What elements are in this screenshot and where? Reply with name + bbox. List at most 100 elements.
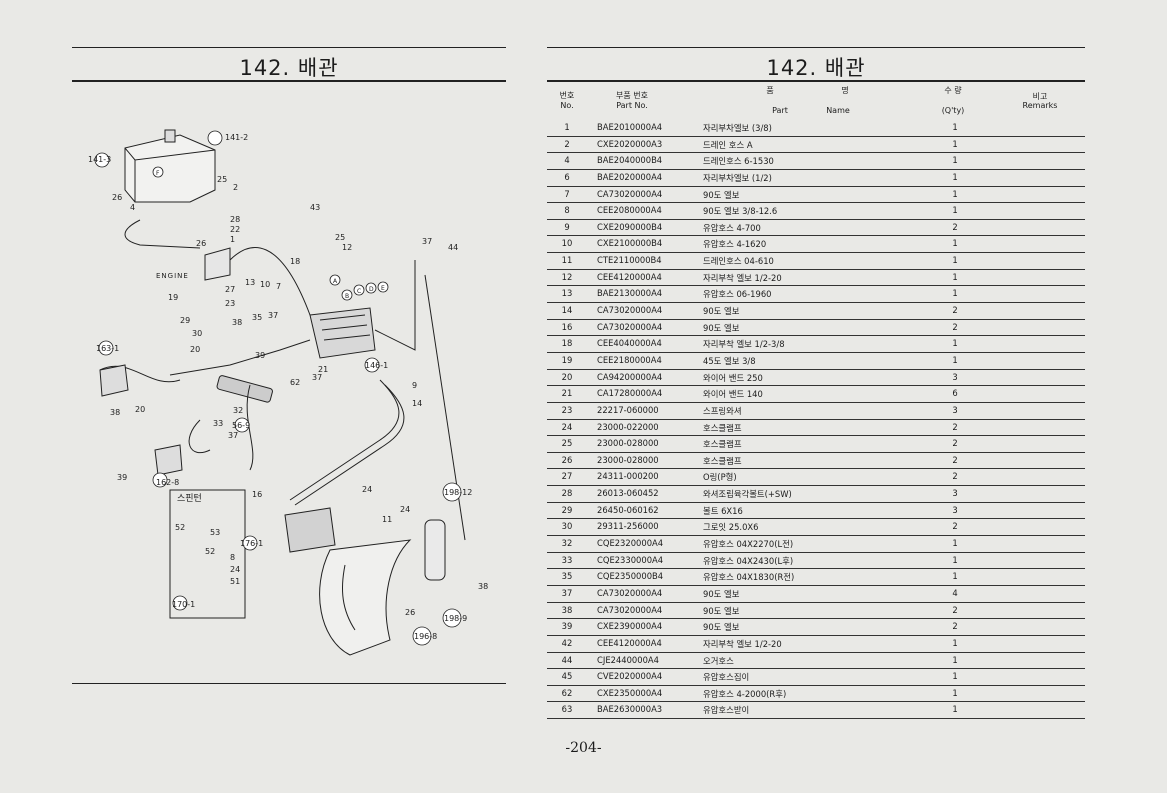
row-number: 13 — [561, 288, 573, 299]
row-quantity: 1 — [952, 671, 958, 682]
callout-label: 8 — [230, 553, 235, 562]
callout-label: 162-8 — [156, 478, 179, 487]
row-quantity: 1 — [952, 188, 958, 199]
row-part-number: BAE2130000A4 — [597, 288, 663, 299]
callout-label: 39 — [117, 473, 127, 482]
left-page: 142. 배관 — [0, 0, 560, 793]
row-number: 44 — [561, 654, 573, 665]
row-part-name: 유압호스받이 — [703, 705, 750, 716]
callout-label: 56-9 — [232, 421, 250, 430]
row-part-name: 그로잇 25.0X6 — [703, 522, 759, 533]
row-quantity: 1 — [952, 571, 958, 582]
circled-letter: C — [357, 288, 361, 295]
row-part-name: 유압호스 4-1620 — [703, 239, 767, 250]
row-quantity: 1 — [952, 338, 958, 349]
callout-label: 35 — [252, 313, 262, 322]
row-part-name: 유압호스 06-1960 — [703, 289, 772, 300]
callout-label: 51 — [230, 577, 240, 586]
header-name-ko-1: 품 — [766, 86, 774, 95]
callout-label: 10 — [260, 280, 270, 289]
engine-label: ENGINE — [156, 272, 189, 280]
spinner-title: 스핀턴 — [177, 493, 202, 504]
callout-label: 28 — [230, 215, 240, 224]
callout-label: 16 — [252, 490, 262, 499]
row-quantity: 6 — [952, 388, 958, 399]
row-part-number: CA73020000A4 — [597, 604, 663, 615]
title-rule-top — [72, 47, 506, 48]
row-part-name: 자리부착 엘보 1/2-3/8 — [703, 339, 785, 350]
row-part-name: 오거호스 — [703, 655, 734, 666]
circled-letter: F — [156, 170, 160, 177]
row-number: 19 — [561, 354, 573, 365]
callout-label: 32 — [233, 406, 243, 415]
row-number: 11 — [561, 255, 573, 266]
row-part-number: CA17280000A4 — [597, 388, 663, 399]
callout-label: 19 — [168, 293, 178, 302]
row-part-number: 29311-256000 — [597, 521, 659, 532]
callout-label: 37 — [422, 237, 432, 246]
callout-label: 39 — [255, 351, 265, 360]
circled-letter: A — [333, 278, 338, 285]
row-quantity: 1 — [952, 354, 958, 365]
row-part-name: 와이어 밴드 250 — [703, 372, 763, 383]
callout-label: 12 — [342, 243, 352, 252]
row-number: 20 — [561, 371, 573, 382]
row-quantity: 1 — [952, 654, 958, 665]
row-part-name: 볼트 6X16 — [703, 505, 743, 516]
callout-label: 21 — [318, 365, 328, 374]
callout-label: 13 — [245, 278, 255, 287]
callout-label: 53 — [210, 528, 220, 537]
header-name-ko-2: 명 — [841, 86, 849, 95]
row-number: 42 — [561, 637, 573, 648]
callout-label: 4 — [130, 203, 135, 212]
callout-label: 26 — [405, 608, 415, 617]
header-qty-ko: 수 량 — [944, 86, 962, 95]
row-part-name: 자리부착 엘보 1/2-20 — [703, 638, 782, 649]
callout-label: 30 — [192, 329, 202, 338]
header-part-ko: 부품 번호 — [616, 91, 648, 100]
title-rule-bottom — [72, 80, 506, 82]
row-part-number: CQE2320000A4 — [597, 538, 664, 549]
row-part-name: 유압호스 04X2270(L전) — [703, 539, 794, 550]
callout-label: 43 — [310, 203, 320, 212]
row-part-number: CEE4120000A4 — [597, 637, 662, 648]
row-quantity: 1 — [952, 288, 958, 299]
row-quantity: 2 — [952, 438, 958, 449]
row-part-name: 90도 엘보 — [703, 306, 740, 317]
row-quantity: 3 — [952, 488, 958, 499]
circled-letter: E — [381, 285, 385, 292]
callout-label: 37 — [228, 431, 238, 440]
header-part-en: Part No. — [616, 101, 648, 110]
header-name-en-1: Part — [772, 106, 788, 115]
callout-label: 26 — [196, 239, 206, 248]
row-part-name: O링(P형) — [703, 472, 737, 483]
row-quantity: 3 — [952, 371, 958, 382]
row-quantity: 3 — [952, 504, 958, 515]
header-name-en-2: Name — [826, 106, 850, 115]
row-part-number: CTE2110000B4 — [597, 255, 662, 266]
row-quantity: 2 — [952, 521, 958, 532]
bottom-rule — [72, 683, 506, 684]
row-number: 62 — [561, 687, 573, 698]
row-part-name: 유압호스 4-700 — [703, 222, 761, 233]
callout-label: 24 — [400, 505, 410, 514]
row-part-name: 90도 엘보 3/8-12.6 — [703, 206, 778, 217]
row-number: 8 — [564, 205, 570, 216]
row-part-name: 자리부착 엘보 1/2-20 — [703, 272, 782, 283]
row-part-number: CJE2440000A4 — [597, 654, 659, 665]
callout-label: 27 — [225, 285, 235, 294]
header-qty-en: (Q'ty) — [941, 106, 965, 115]
